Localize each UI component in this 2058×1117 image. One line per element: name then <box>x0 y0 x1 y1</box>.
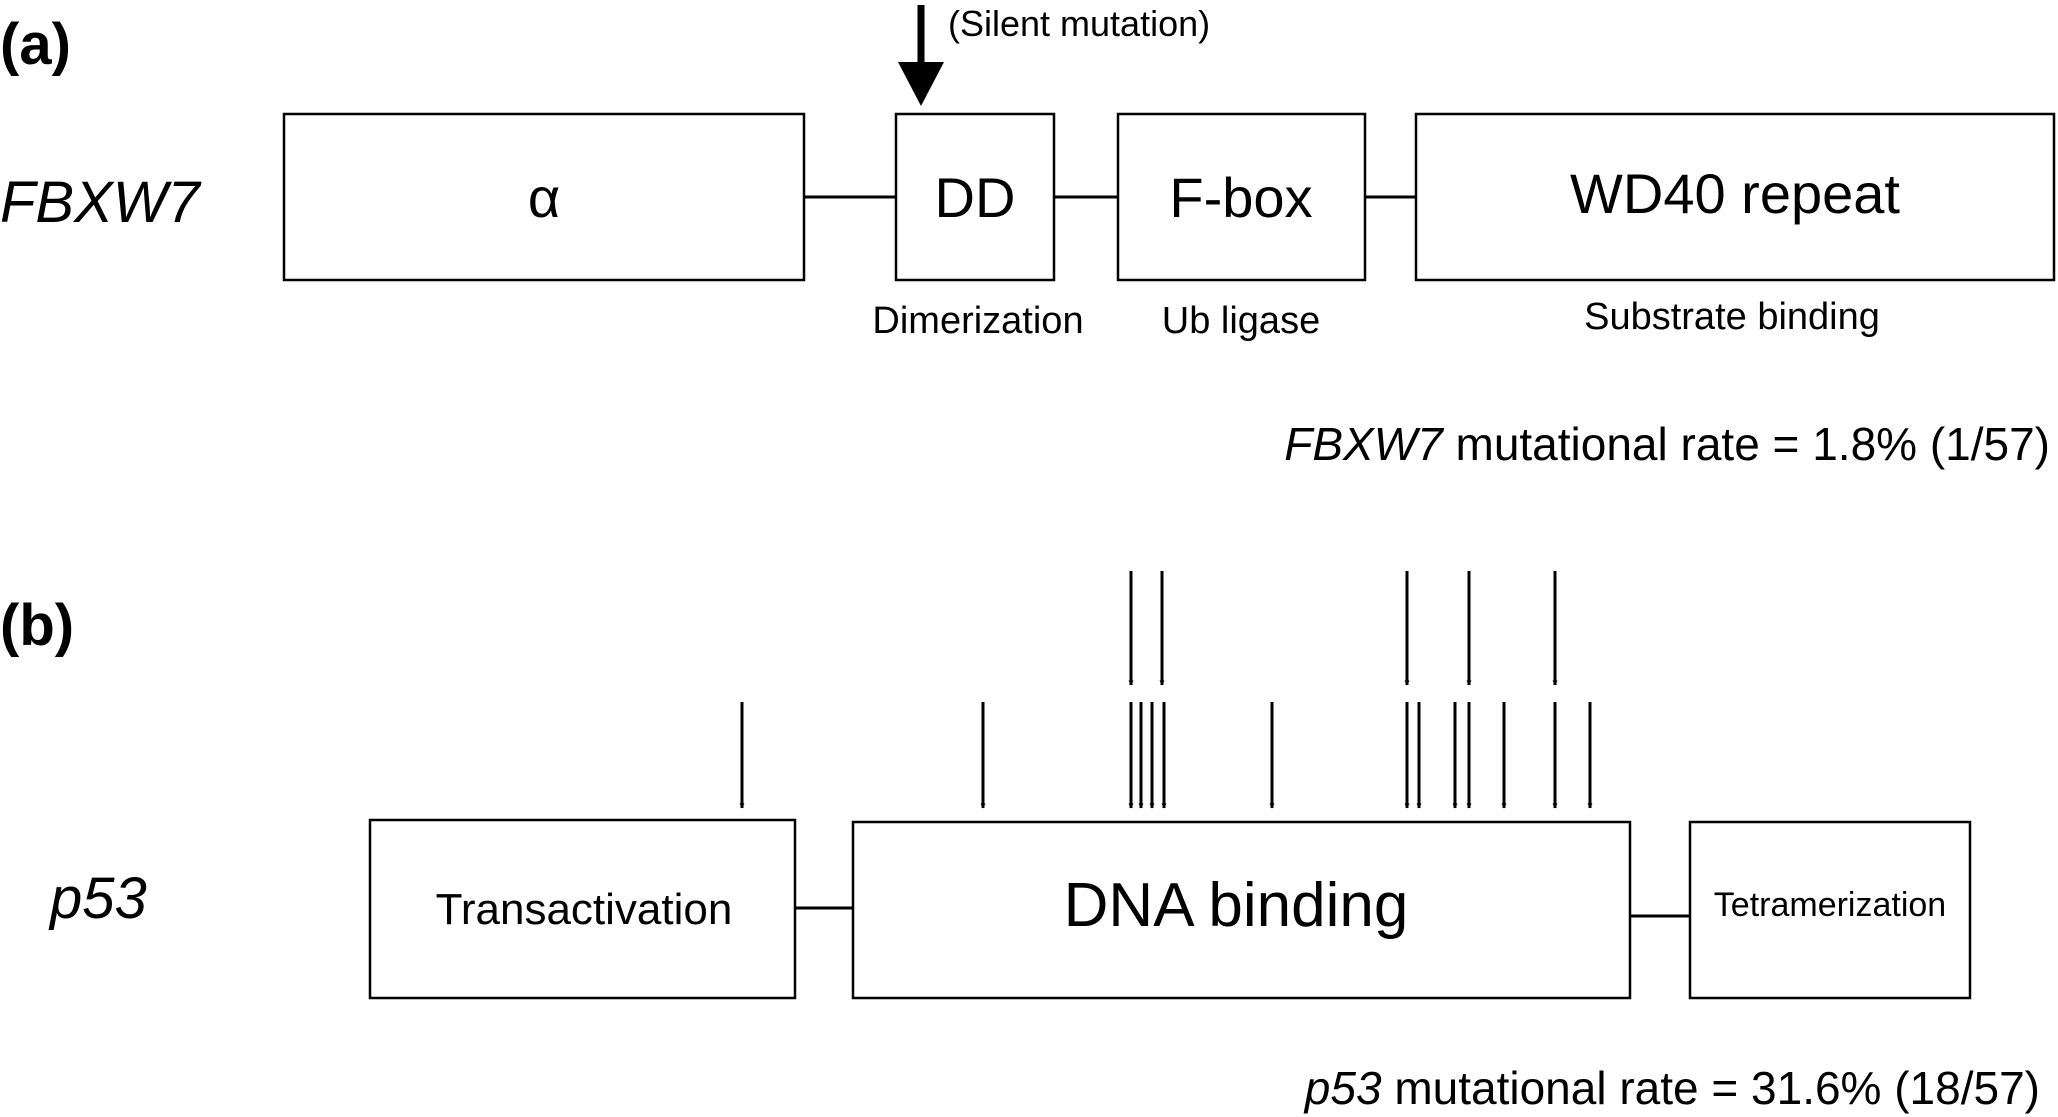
p53-domain-tetramerization: Tetramerization <box>1688 820 1972 1000</box>
p53-mutation-arrows <box>739 571 1593 809</box>
fbxw7-domain-alpha: α <box>282 112 806 282</box>
panel-b-label: (b) <box>0 593 74 658</box>
fbxw7-domain-fbox: F-box Ub ligase <box>1116 112 1367 342</box>
fbxw7-domain-fbox-function: Ub ligase <box>1162 300 1320 342</box>
fbxw7-domain-wd40-function: Substrate binding <box>1584 296 1880 338</box>
fbxw7-domain-wd40-label: WD40 repeat <box>1570 162 1900 225</box>
fbxw7-domain-alpha-label: α <box>528 166 560 229</box>
panel-a-rate-value: mutational rate = 1.8% (1/57) <box>1443 418 2050 470</box>
p53-domain-tetramerization-label: Tetramerization <box>1714 886 1946 924</box>
p53-domain-transactivation-label: Transactivation <box>436 885 733 934</box>
fbxw7-domain-dd-function: Dimerization <box>872 300 1083 342</box>
panel-b-mutational-rate: p53 mutational rate = 31.6% (18/57) <box>1303 1062 2040 1114</box>
panel-a-mutational-rate: FBXW7 mutational rate = 1.8% (1/57) <box>1284 418 2050 470</box>
panel-a-gene-name: FBXW7 <box>0 170 203 235</box>
p53-domain-dna-binding: DNA binding <box>851 820 1632 1000</box>
silent-mutation-marker: (Silent mutation) <box>898 3 1210 106</box>
fbxw7-domain-dd-label: DD <box>935 166 1016 229</box>
p53-domain-transactivation: Transactivation <box>368 818 797 1000</box>
p53-domain-dna-binding-label: DNA binding <box>1064 871 1409 940</box>
fbxw7-domain-wd40: WD40 repeat Substrate binding <box>1414 112 2056 338</box>
panel-a-rate-gene: FBXW7 <box>1284 418 1444 470</box>
panel-a-label: (a) <box>0 12 71 77</box>
fbxw7-domain-fbox-label: F-box <box>1169 166 1312 229</box>
panel-b-gene-name: p53 <box>48 866 147 931</box>
panel-b-rate-gene: p53 <box>1303 1062 1382 1114</box>
silent-mutation-label: (Silent mutation) <box>948 3 1210 44</box>
fbxw7-domain-dd: DD Dimerization <box>872 112 1084 342</box>
panel-b-rate-value: mutational rate = 31.6% (18/57) <box>1382 1062 2040 1114</box>
